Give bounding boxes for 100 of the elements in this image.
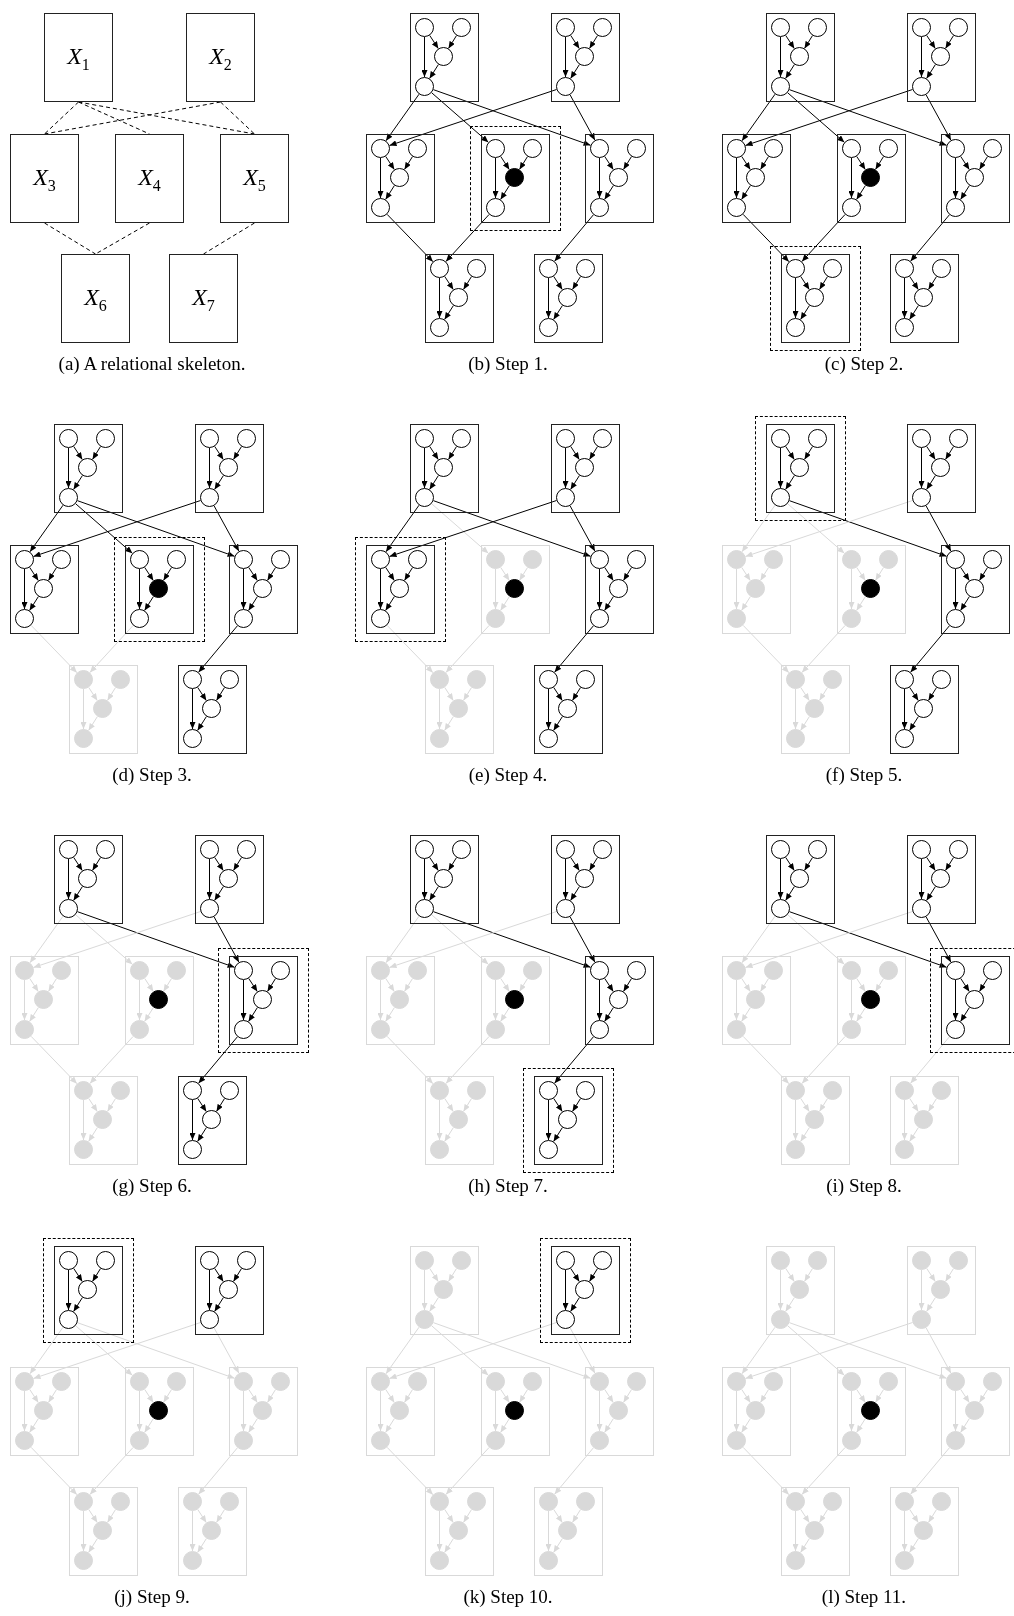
- arrow: [233, 1268, 242, 1282]
- arrow: [500, 596, 510, 611]
- arrow: [88, 1097, 98, 1113]
- node-circle: [220, 1492, 239, 1511]
- node-circle: [415, 488, 434, 507]
- arrow: [777, 36, 784, 78]
- arrow: [875, 1389, 884, 1403]
- selection-frame: [540, 1238, 631, 1343]
- node-circle: [727, 609, 746, 628]
- node-circle: [415, 77, 434, 96]
- node-circle: [59, 899, 78, 918]
- arrow: [385, 566, 395, 582]
- arrow: [733, 568, 740, 610]
- node-circle: [912, 18, 931, 37]
- subgraph-box: [766, 1246, 835, 1335]
- arrow: [623, 156, 632, 170]
- arrow: [623, 567, 632, 581]
- node-circle: [74, 1492, 93, 1511]
- node-circle: [486, 961, 505, 980]
- node-circle: [790, 869, 809, 888]
- arrow: [463, 1098, 472, 1112]
- arrow: [89, 1447, 134, 1495]
- node-circle: [556, 429, 575, 448]
- arrow: [214, 445, 224, 461]
- arrow: [945, 1268, 954, 1282]
- subgraph-box: [722, 134, 791, 223]
- node-circle: [371, 1020, 390, 1039]
- arrow: [385, 915, 420, 964]
- node-circle: [842, 139, 861, 158]
- arrow: [562, 447, 569, 489]
- node-circle: [842, 609, 861, 628]
- node-circle: [590, 139, 609, 158]
- node-circle: [590, 198, 609, 217]
- arrow: [88, 716, 98, 731]
- arrow: [444, 1127, 454, 1142]
- arrow: [385, 185, 395, 200]
- arrow: [925, 916, 952, 963]
- arrow: [240, 568, 247, 610]
- node-circle: [253, 1401, 272, 1420]
- subgraph-box: [890, 1487, 959, 1576]
- node-circle: [15, 550, 34, 569]
- subgraph-box: [551, 424, 620, 513]
- arrow: [623, 1389, 632, 1403]
- arrow: [429, 1267, 439, 1283]
- node-circle: [771, 488, 790, 507]
- arrow: [570, 34, 580, 50]
- arrow: [107, 687, 116, 701]
- node-circle: [556, 899, 575, 918]
- node-circle: [895, 259, 914, 278]
- node-circle: [576, 1492, 595, 1511]
- node-circle: [415, 1310, 434, 1329]
- arrow: [856, 596, 866, 611]
- selection-frame: [523, 1068, 614, 1173]
- arrow: [570, 856, 580, 872]
- arrow: [741, 185, 751, 200]
- arrow: [918, 36, 925, 78]
- arrow: [604, 596, 614, 611]
- node-circle: [467, 259, 486, 278]
- arrow: [928, 1098, 937, 1112]
- node-circle: [790, 1280, 809, 1299]
- arrow: [918, 858, 925, 900]
- node-circle: [932, 259, 951, 278]
- arrow: [945, 857, 954, 871]
- subgraph-box: [837, 1367, 906, 1456]
- arrow: [960, 977, 970, 993]
- arrow: [88, 1508, 98, 1524]
- subgraph-box: [125, 956, 194, 1045]
- arrow: [136, 979, 143, 1021]
- node-circle: [523, 139, 542, 158]
- arrow: [463, 276, 472, 290]
- arrow: [233, 446, 242, 460]
- arrow: [30, 1035, 78, 1085]
- subgraph-box: [69, 665, 138, 754]
- selection-frame: [114, 537, 205, 642]
- arrow: [875, 978, 884, 992]
- node-circle: [34, 579, 53, 598]
- arrow: [777, 858, 784, 900]
- node-circle: [558, 699, 577, 718]
- caption: (l) Step 11.: [820, 1585, 908, 1609]
- arrow: [945, 35, 954, 49]
- arrow: [909, 716, 919, 731]
- subgraph-box: [890, 665, 959, 754]
- arrow: [742, 1446, 790, 1496]
- filled-node: [505, 1401, 524, 1420]
- node-circle: [786, 670, 805, 689]
- node-circle: [932, 670, 951, 689]
- arrow: [233, 857, 242, 871]
- node-circle: [234, 609, 253, 628]
- node-circle: [183, 1140, 202, 1159]
- node-circle: [842, 550, 861, 569]
- arrow: [189, 688, 196, 730]
- node-circle: [183, 729, 202, 748]
- node-circle: [253, 579, 272, 598]
- arrow: [92, 857, 101, 871]
- arrow: [960, 1388, 970, 1404]
- arrow: [389, 500, 557, 558]
- node-circle: [234, 1372, 253, 1391]
- caption: (c) Step 2.: [823, 352, 905, 376]
- node-circle: [786, 259, 805, 278]
- arrow: [492, 157, 499, 199]
